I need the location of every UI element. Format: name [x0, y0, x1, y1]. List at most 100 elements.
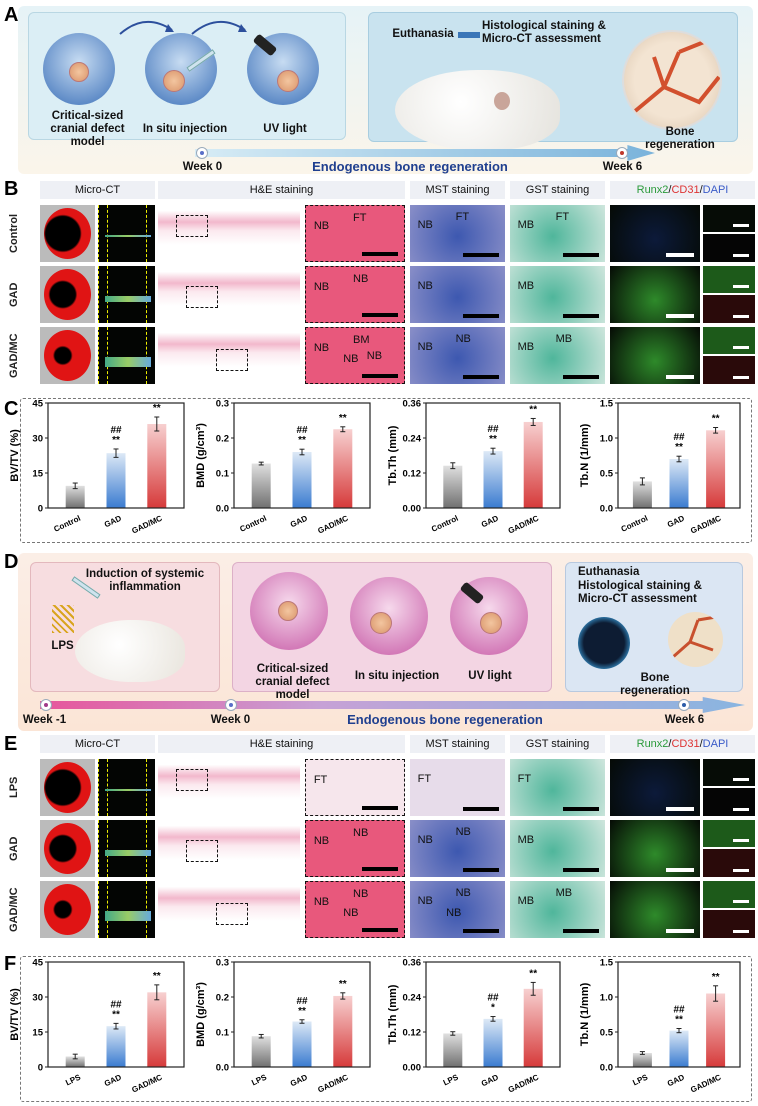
- y-tick-label: 0.5: [600, 469, 614, 480]
- zoom-region-box: [176, 215, 208, 237]
- tissue-label-ft: FT: [313, 773, 328, 786]
- gst-image: FT: [510, 759, 605, 816]
- bar-gad-mc: [523, 988, 543, 1067]
- significance-marker: **: [112, 1009, 120, 1020]
- column-header-immunofluorescence: Runx2/CD31/DAPI: [610, 735, 755, 753]
- scale-bar: [563, 253, 599, 257]
- column-header-microct: Micro-CT: [40, 735, 155, 753]
- scale-bar: [733, 930, 749, 933]
- week0-marker: [225, 699, 237, 711]
- tissue-label-nb: NB: [353, 272, 369, 285]
- y-tick-label: 0.3: [216, 958, 229, 969]
- tissue-label-nb: NB: [417, 219, 433, 232]
- y-axis-label: Tb.Th (mm): [387, 425, 399, 485]
- significance-marker: **: [153, 403, 161, 414]
- induction-label: Induction of systemic inflammation: [85, 568, 205, 593]
- microct-section-image: [98, 266, 155, 323]
- y-tick-label: 0.0: [216, 1063, 229, 1074]
- panel-letter-b: B: [4, 178, 19, 200]
- cranial-defect-icon: [278, 601, 298, 621]
- uv-defect-icon: [480, 612, 502, 634]
- y-tick-label: 0.2: [216, 993, 229, 1004]
- y-tick-label: 0.1: [216, 1028, 230, 1039]
- scale-bar: [733, 224, 749, 227]
- x-tick-label: Control: [52, 514, 82, 534]
- column-header-he: H&E staining: [158, 735, 405, 753]
- y-tick-label: 0.00: [403, 1063, 422, 1074]
- he-zoom-image: FT: [305, 759, 405, 816]
- bar-gad-mc: [147, 992, 167, 1067]
- scale-bar: [666, 807, 694, 811]
- column-header-gst: GST staining: [510, 181, 605, 199]
- bar-chart: BMD (g/cm³)0.00.10.20.3LPS##**GAD**GAD/M…: [195, 958, 371, 1095]
- panel-letter-c: C: [4, 398, 19, 420]
- tissue-label-mb: MB: [517, 834, 535, 847]
- column-header-mst: MST staining: [410, 735, 505, 753]
- scale-bar: [362, 374, 398, 378]
- y-tick-label: 1.5: [600, 958, 614, 969]
- y-tick-label: 0.1: [216, 469, 230, 480]
- runx2-channel-image: [703, 820, 755, 847]
- he-overview-image: [158, 327, 300, 384]
- tissue-label-nb: NB: [366, 350, 383, 362]
- week0-label: Week 0: [182, 161, 223, 173]
- step-uv-label: UV light: [468, 670, 512, 682]
- bone-regeneration-label: Bone regeneration: [645, 126, 715, 151]
- y-tick-label: 15: [32, 469, 43, 480]
- uv-defect-icon: [277, 70, 299, 92]
- scale-bar: [733, 254, 749, 257]
- panel-letter-d: D: [4, 551, 19, 573]
- scale-bar: [563, 868, 599, 872]
- microct-section-image: [98, 881, 155, 938]
- scale-bar: [733, 376, 749, 379]
- scale-bar: [733, 839, 749, 842]
- y-tick-label: 0: [38, 1063, 43, 1074]
- runx2-channel-image: [703, 266, 755, 293]
- zoom-region-box: [216, 349, 248, 371]
- tissue-label-ft: FT: [517, 773, 532, 786]
- tissue-label-nb: NB: [353, 826, 369, 839]
- scale-bar: [733, 869, 749, 872]
- y-tick-label: 1.5: [600, 399, 614, 410]
- tissue-label-nb: NB: [455, 825, 471, 838]
- lps-icon: [52, 605, 74, 633]
- scale-bar: [463, 929, 499, 933]
- week6-marker: [678, 699, 690, 711]
- y-tick-label: 0.36: [403, 399, 422, 410]
- tissue-label-nb: NB: [343, 352, 359, 365]
- bar-gad-mc: [523, 421, 543, 508]
- cd31-channel-image: [703, 788, 755, 816]
- if-stain-cd31: CD31: [671, 738, 700, 750]
- bar-chart: Tb.Th (mm)0.000.120.240.36Control##**GAD…: [387, 399, 561, 536]
- bone-regeneration-circle: [622, 30, 722, 130]
- bar-lps: [632, 1053, 652, 1067]
- microct-3d-image: [40, 205, 95, 262]
- scale-bar: [463, 314, 499, 318]
- y-axis-label: Tb.N (1/mm): [579, 423, 591, 487]
- week0-marker: [196, 147, 208, 159]
- step-uv-label: UV light: [263, 123, 307, 135]
- significance-marker: ##: [296, 996, 308, 1007]
- immunofluorescence-image: [610, 205, 700, 262]
- x-tick-label: GAD: [103, 1073, 123, 1089]
- microct-3d-image: [40, 820, 95, 877]
- if-stain-s1: /: [668, 184, 672, 196]
- immunofluorescence-image: [610, 881, 700, 938]
- bar-gad-mc: [147, 424, 167, 508]
- y-tick-label: 0.0: [216, 504, 229, 515]
- tissue-label-mb: MB: [517, 219, 535, 232]
- x-tick-label: GAD/MC: [507, 1073, 540, 1095]
- injected-defect-icon: [163, 70, 185, 92]
- y-tick-label: 0.2: [216, 434, 229, 445]
- zoom-region-box: [176, 769, 208, 791]
- cd31-channel-image: [703, 356, 755, 384]
- x-tick-label: LPS: [631, 1072, 650, 1087]
- plot-frame: [47, 402, 185, 509]
- tissue-label-mb: MB: [555, 886, 573, 899]
- microct-3d-image: [40, 881, 95, 938]
- significance-marker: **: [712, 972, 720, 983]
